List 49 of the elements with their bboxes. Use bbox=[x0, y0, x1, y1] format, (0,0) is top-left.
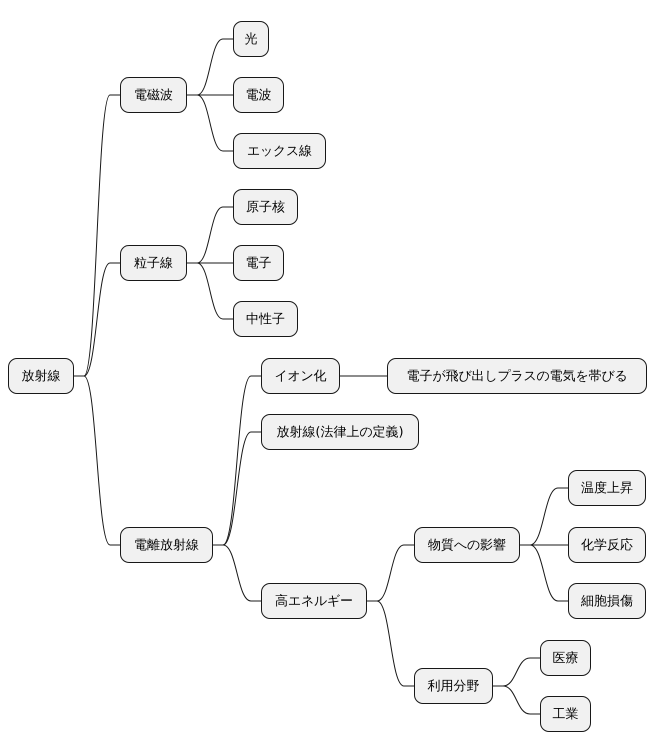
topic-box bbox=[568, 583, 646, 619]
topic-box bbox=[233, 301, 298, 337]
topic-box bbox=[387, 358, 647, 394]
topic-box bbox=[261, 414, 419, 450]
topic-box bbox=[414, 527, 520, 563]
topic-text: 放射線 bbox=[22, 368, 60, 385]
topic-text: 放射線(法律上の定義) bbox=[276, 424, 404, 441]
topic-box bbox=[568, 470, 646, 506]
topic-box bbox=[233, 189, 298, 225]
topic-box bbox=[261, 583, 367, 619]
connector-line bbox=[212, 544, 262, 602]
topic-text: 電磁波 bbox=[134, 87, 173, 104]
topic-text: 粒子線 bbox=[134, 255, 173, 272]
topic-text: 中性子 bbox=[246, 311, 285, 328]
topic-box bbox=[540, 696, 591, 732]
topic-box bbox=[233, 77, 284, 113]
topic-text: 原子核 bbox=[246, 199, 285, 216]
topic-box bbox=[568, 527, 646, 563]
topic-box bbox=[120, 245, 187, 281]
topic-text: 光 bbox=[244, 31, 258, 48]
connector-line bbox=[186, 94, 234, 152]
topic-text: 医療 bbox=[552, 650, 578, 667]
topic-text: 工業 bbox=[552, 706, 578, 723]
topic-text: 高エネルギー bbox=[275, 593, 353, 610]
connector-line bbox=[74, 376, 120, 546]
topic-text: 電離放射線 bbox=[134, 537, 199, 554]
topic-text: 物質への影響 bbox=[428, 537, 506, 554]
topic-box bbox=[120, 527, 213, 563]
topic-box bbox=[414, 668, 493, 704]
connector-line bbox=[366, 600, 414, 686]
topic-text: 電子 bbox=[246, 255, 272, 272]
topic-text: 利用分野 bbox=[428, 678, 480, 695]
topic-box bbox=[540, 640, 591, 676]
topic-box bbox=[233, 21, 269, 57]
connector-line bbox=[186, 262, 234, 320]
topic-box bbox=[233, 245, 284, 281]
topic-text: 細胞損傷 bbox=[581, 593, 633, 610]
topic-text: 化学反応 bbox=[581, 537, 633, 554]
topic-text: 電波 bbox=[246, 87, 272, 104]
connector-line bbox=[492, 686, 540, 714]
topic-text: イオン化 bbox=[274, 368, 326, 385]
topic-text: 温度上昇 bbox=[581, 480, 633, 497]
topic-box bbox=[8, 358, 74, 394]
topic-text: エックス線 bbox=[247, 143, 312, 160]
topic-text: 電子が飛び出しプラスの電気を帯びる bbox=[406, 368, 628, 385]
topic-box bbox=[261, 358, 340, 394]
topic-box bbox=[233, 133, 326, 169]
connector-line bbox=[520, 544, 568, 602]
topic-box bbox=[120, 77, 187, 113]
